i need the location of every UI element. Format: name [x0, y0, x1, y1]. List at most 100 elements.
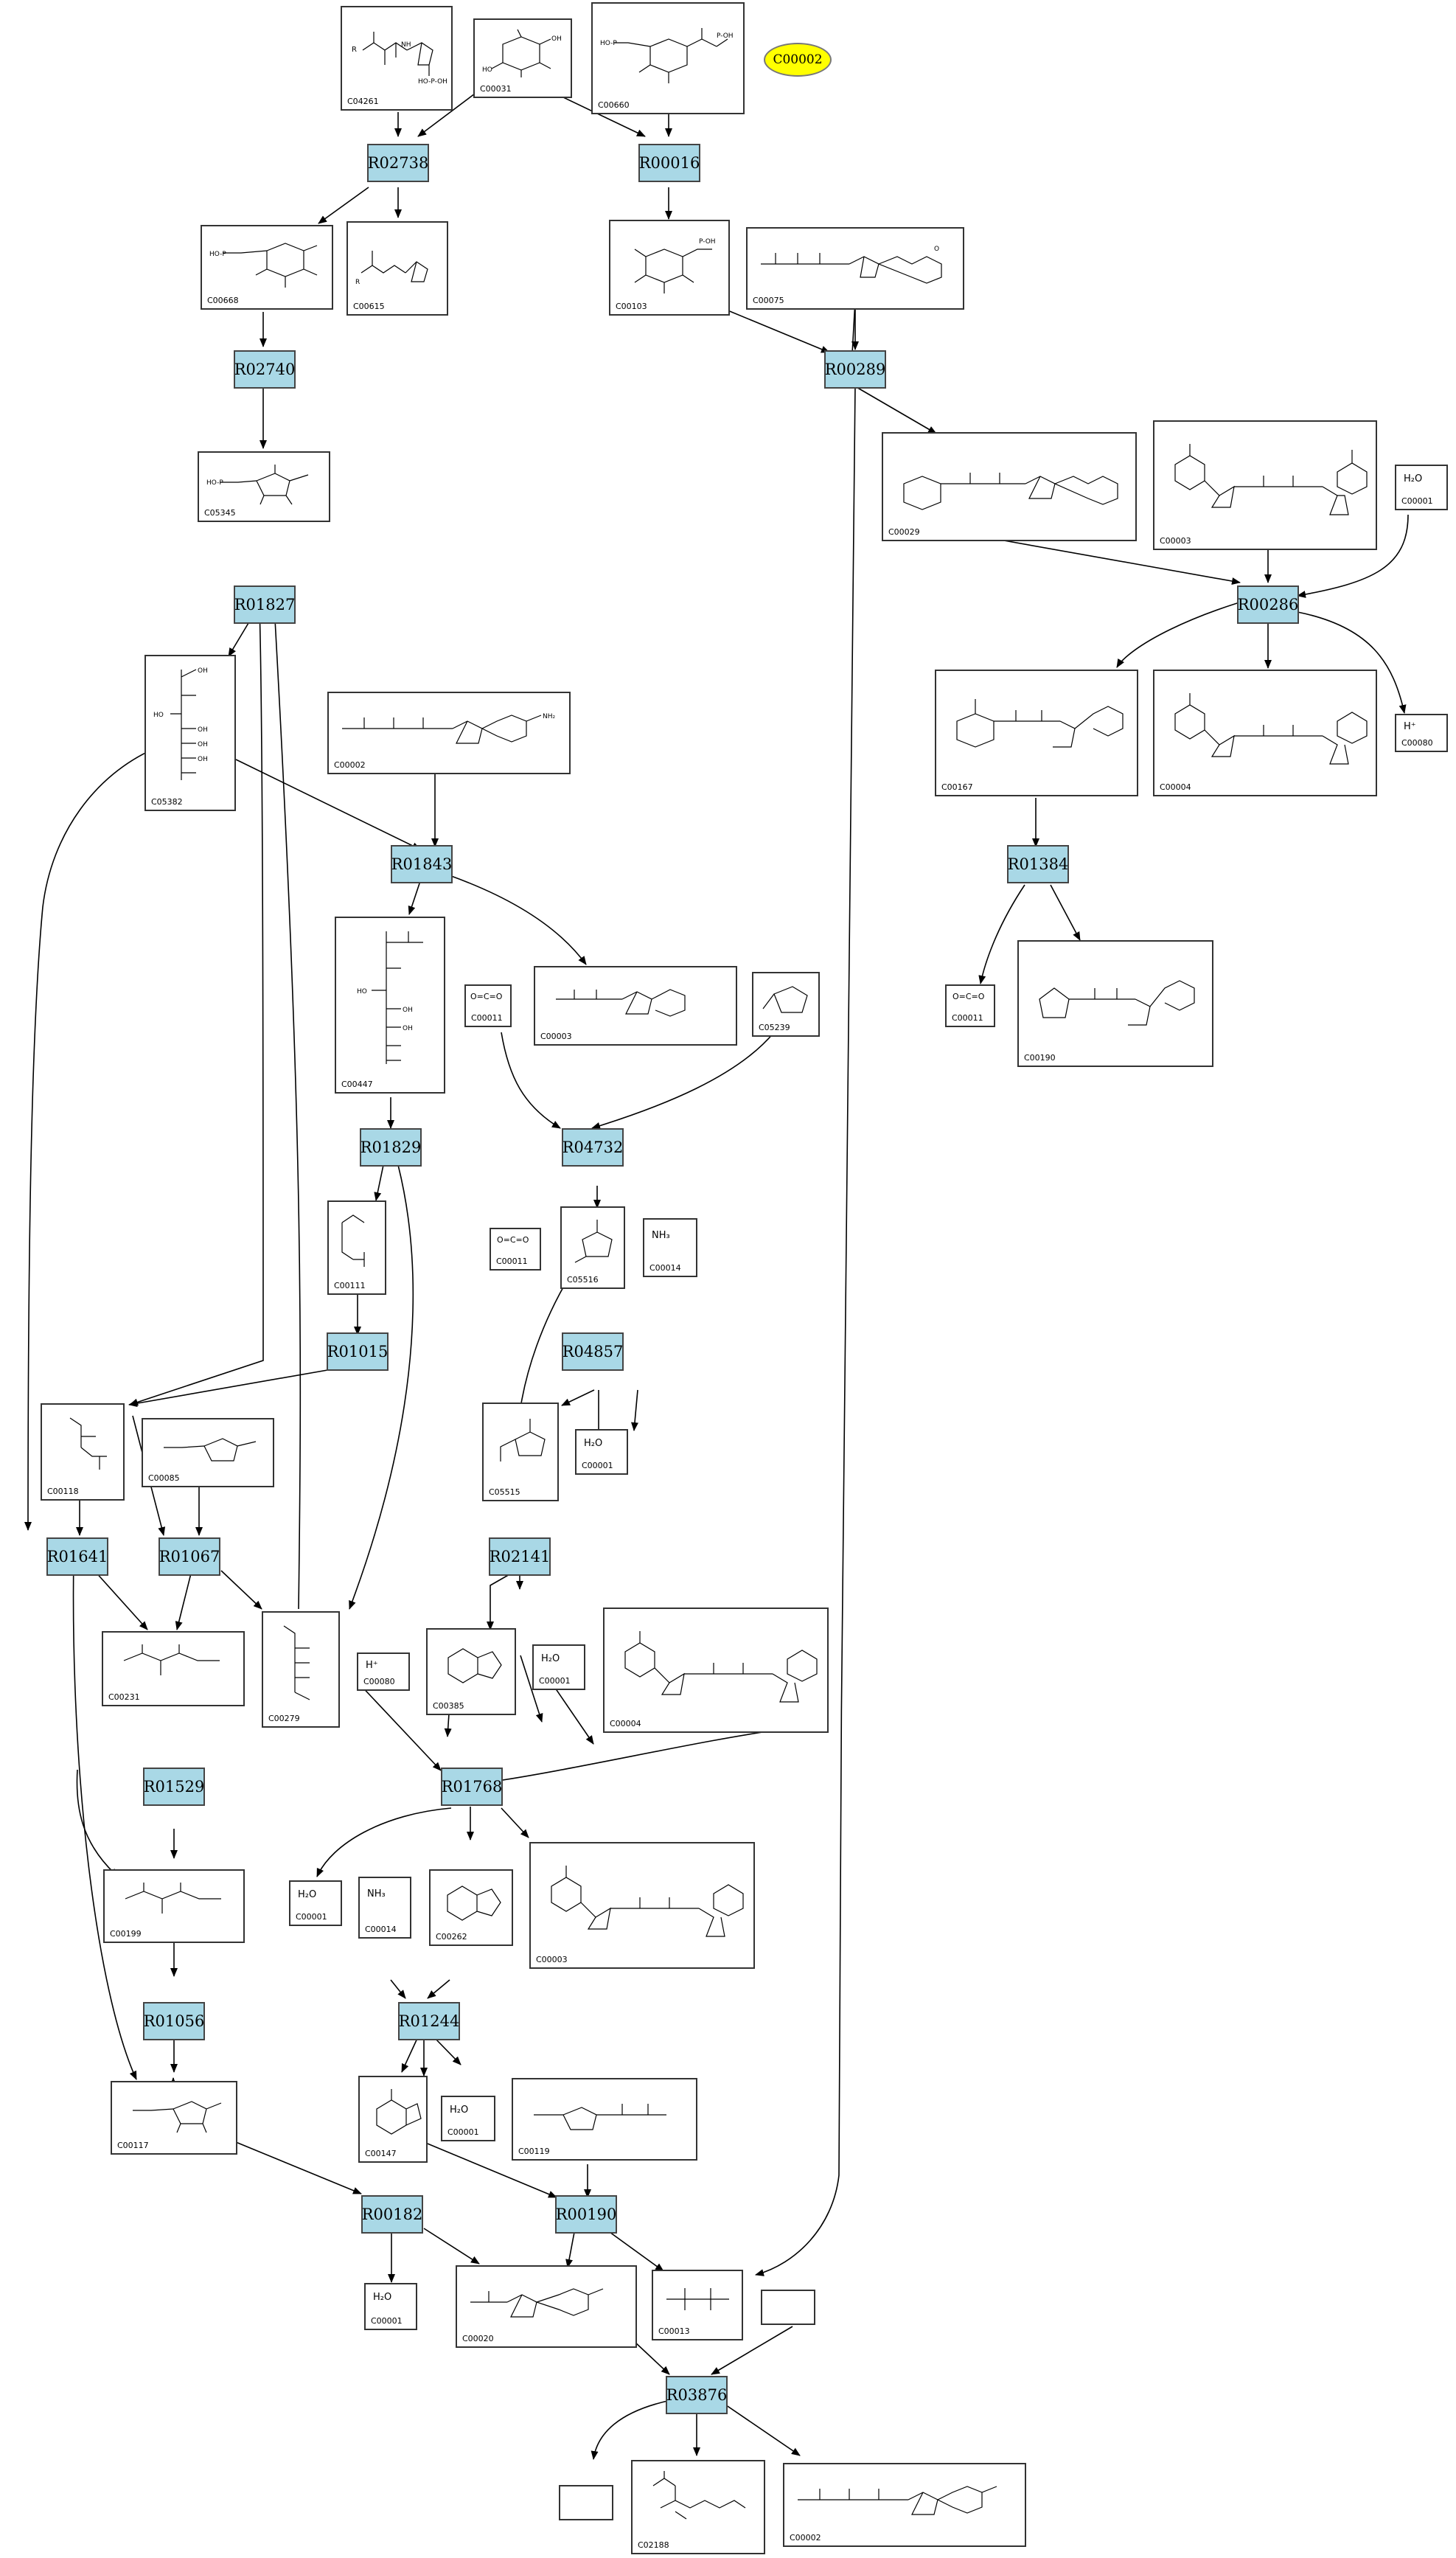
structure-diagram: [903, 473, 1118, 510]
compound-c00003b[interactable]: C00003: [534, 966, 737, 1046]
compound-c05516[interactable]: C05516: [560, 1206, 625, 1289]
reaction-r03876[interactable]: R03876: [666, 2376, 728, 2414]
svg-text:NH: NH: [401, 41, 411, 49]
compound-c00003a[interactable]: C00003: [1153, 420, 1377, 550]
compound-c00119[interactable]: C00119: [512, 2078, 697, 2161]
compound-c00085[interactable]: C00085: [142, 1418, 274, 1487]
compound-c00167[interactable]: C00167: [935, 670, 1138, 796]
structure-diagram: [624, 1631, 818, 1703]
reaction-r01827[interactable]: R01827: [234, 585, 296, 624]
compound-c00004b[interactable]: C00004: [603, 1608, 829, 1733]
compound-c00117[interactable]: C00117: [111, 2081, 237, 2155]
reaction-r01244[interactable]: R01244: [398, 2002, 460, 2040]
compound-c00014a[interactable]: NH₃ C00014: [643, 1218, 697, 1277]
compound-c00231[interactable]: C00231: [102, 1631, 245, 1706]
structure-diagram: HO-P: [206, 465, 309, 505]
compound-c00011b[interactable]: O=C=O C00011: [945, 984, 995, 1027]
reaction-r01384[interactable]: R01384: [1007, 845, 1069, 883]
structure-diagram: [556, 989, 686, 1017]
reaction-r00016[interactable]: R00016: [638, 144, 700, 182]
compound-c02188[interactable]: C02188: [631, 2460, 765, 2554]
compound-c00004a[interactable]: C00004: [1153, 670, 1377, 796]
compound-c00020[interactable]: C00020: [456, 2265, 637, 2348]
compound-c00262[interactable]: C00262: [429, 1869, 513, 1946]
compound-c00002a[interactable]: NH₂ C00002: [327, 692, 571, 774]
reaction-r02740[interactable]: R02740: [234, 350, 296, 389]
svg-text:HO-P: HO-P: [600, 40, 617, 47]
compound-id: C00447: [341, 1080, 373, 1089]
reaction-r00190[interactable]: R00190: [555, 2195, 617, 2234]
reaction-r04732[interactable]: R04732: [562, 1128, 624, 1167]
compound-c00003c[interactable]: C00003: [529, 1842, 755, 1969]
compound-c05239[interactable]: C05239: [752, 972, 820, 1037]
compound-c00001e[interactable]: H₂O C00001: [441, 2096, 495, 2141]
reaction-r04857[interactable]: R04857: [562, 1332, 624, 1371]
compound-c00001d[interactable]: H₂O C00001: [289, 1880, 342, 1926]
compound-c00111[interactable]: C00111: [327, 1200, 386, 1295]
compound-c00668[interactable]: HO-P C00668: [201, 225, 333, 310]
structure-diagram: [133, 2101, 222, 2133]
reaction-r01641[interactable]: R01641: [46, 1537, 108, 1576]
reaction-r01829[interactable]: R01829: [360, 1128, 422, 1167]
compound-c00002b[interactable]: C00002: [783, 2463, 1026, 2547]
reaction-r01015[interactable]: R01015: [327, 1332, 389, 1371]
svg-text:R: R: [355, 279, 360, 286]
structure-diagram: HO-PP-OH: [600, 28, 734, 83]
compound-c00118[interactable]: C00118: [41, 1403, 125, 1501]
reaction-r01843[interactable]: R01843: [391, 845, 453, 883]
svg-text:OH: OH: [198, 726, 208, 734]
structure-diagram: [447, 1886, 501, 1921]
compound-c00080a[interactable]: H⁺ C00080: [1395, 714, 1448, 752]
reaction-r01529[interactable]: R01529: [143, 1768, 205, 1806]
compound-c05345[interactable]: HO-P C05345: [198, 451, 330, 522]
compound-id: C05515: [489, 1487, 520, 1497]
reaction-r00289[interactable]: R00289: [824, 350, 886, 389]
compound-c00014b[interactable]: NH₃ C00014: [358, 1877, 411, 1939]
structure-diagram: [1174, 693, 1368, 765]
compound-id: C00011: [496, 1257, 528, 1266]
compound-empty2[interactable]: [559, 2485, 613, 2520]
compound-c00001a[interactable]: H₂O C00001: [1395, 465, 1448, 510]
reaction-r00286[interactable]: R00286: [1237, 585, 1299, 624]
compound-id: C00004: [1160, 782, 1191, 792]
svg-text:HO: HO: [357, 988, 367, 995]
compound-c00103[interactable]: P-OH C00103: [609, 220, 730, 316]
structure-diagram: [1174, 444, 1368, 515]
reaction-r02738[interactable]: R02738: [367, 144, 429, 182]
compound-id: C00080: [363, 1677, 395, 1686]
compound-id: C00013: [658, 2326, 690, 2336]
compound-tag-ellipse[interactable]: C00002: [764, 43, 832, 77]
compound-c00075[interactable]: O C00075: [746, 227, 964, 310]
compound-c00385[interactable]: C00385: [426, 1628, 516, 1715]
compound-c00013[interactable]: C00013: [652, 2270, 743, 2340]
reaction-r01768[interactable]: R01768: [441, 1768, 503, 1806]
compound-c00190[interactable]: C00190: [1017, 940, 1213, 1067]
compound-c00147[interactable]: C00147: [358, 2076, 428, 2163]
compound-id: C00001: [582, 1461, 613, 1470]
compound-c00029[interactable]: C00029: [882, 432, 1137, 541]
structure-diagram: [574, 1220, 613, 1263]
structure-diagram: [798, 2486, 997, 2515]
compound-c00615[interactable]: R C00615: [346, 221, 448, 316]
compound-c00001c[interactable]: H₂O C00001: [532, 1644, 585, 1690]
reaction-r01067[interactable]: R01067: [159, 1537, 220, 1576]
reaction-r02141[interactable]: R02141: [489, 1537, 551, 1576]
compound-c00011c[interactable]: O=C=O C00011: [490, 1228, 541, 1271]
compound-empty1[interactable]: [761, 2290, 815, 2325]
compound-c00199[interactable]: C00199: [103, 1869, 245, 1943]
compound-id: C04261: [347, 97, 379, 106]
compound-c05515[interactable]: C05515: [482, 1403, 559, 1501]
compound-c00080b[interactable]: H⁺ C00080: [357, 1652, 410, 1691]
reaction-r01056[interactable]: R01056: [143, 2002, 205, 2040]
compound-c00001f[interactable]: H₂O C00001: [364, 2283, 417, 2330]
compound-c00279[interactable]: C00279: [262, 1611, 340, 1728]
reaction-r00182[interactable]: R00182: [361, 2195, 423, 2234]
compound-c00001b[interactable]: H₂O C00001: [575, 1429, 628, 1475]
compound-c00011a[interactable]: O=C=O C00011: [464, 984, 512, 1027]
compound-id: C05382: [151, 797, 183, 807]
